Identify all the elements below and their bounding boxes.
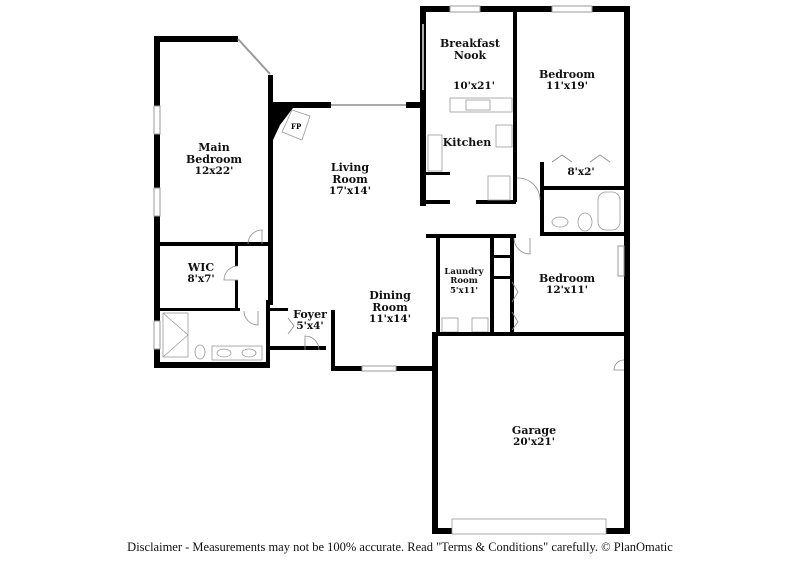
sink-icon bbox=[241, 348, 257, 358]
bifold-door bbox=[589, 154, 611, 163]
room-label-bedroom-2: Bedroom 12'x11' bbox=[538, 272, 596, 297]
wall bbox=[513, 12, 517, 202]
bifold-door bbox=[551, 154, 573, 163]
wall bbox=[420, 6, 426, 206]
wall bbox=[624, 6, 630, 332]
sink-icon bbox=[551, 216, 569, 228]
room-label-bedroom-1: Bedroom 11'x19' bbox=[538, 68, 596, 93]
wall bbox=[266, 346, 326, 350]
door-swing bbox=[613, 359, 625, 371]
garage-door bbox=[451, 518, 607, 535]
wall bbox=[426, 200, 450, 204]
wall bbox=[273, 102, 331, 108]
window bbox=[361, 365, 397, 372]
sink-icon bbox=[216, 348, 232, 358]
door-swing bbox=[223, 265, 239, 281]
wall bbox=[420, 6, 630, 12]
room-label-breakfast-nook: Breakfast Nook bbox=[440, 37, 500, 63]
bifold-door bbox=[511, 311, 519, 331]
wall bbox=[426, 172, 450, 175]
wall bbox=[436, 234, 440, 334]
bathtub-icon bbox=[597, 191, 621, 231]
room-label-foyer: Foyer 5'x4' bbox=[293, 308, 327, 333]
wall bbox=[432, 332, 630, 336]
stove-icon bbox=[495, 124, 513, 148]
wall bbox=[624, 332, 630, 534]
wall bbox=[494, 255, 510, 258]
wall bbox=[540, 186, 624, 190]
wall bbox=[406, 102, 420, 108]
front-door bbox=[304, 335, 320, 351]
wall bbox=[266, 308, 288, 311]
room-dim-breakfast-nook: 10'x21' bbox=[453, 80, 495, 92]
fireplace-hearth bbox=[273, 108, 293, 140]
door-swing bbox=[247, 229, 263, 245]
counter bbox=[427, 134, 443, 172]
door-swing bbox=[243, 310, 259, 326]
room-label-kitchen: Kitchen bbox=[442, 136, 492, 149]
disclaimer-text: Disclaimer - Measurements may not be 100… bbox=[127, 540, 673, 554]
room-label-dining-room: Dining Room 11'x14' bbox=[369, 289, 411, 326]
fireplace-label: FP bbox=[291, 122, 302, 131]
window bbox=[153, 187, 161, 217]
wall bbox=[490, 234, 494, 334]
window bbox=[153, 320, 161, 350]
room-label-main-bedroom: Main Bedroom 12x22' bbox=[185, 141, 243, 178]
toilet-icon bbox=[194, 344, 206, 360]
sink-icon bbox=[465, 99, 491, 111]
wall bbox=[540, 232, 624, 236]
room-label-laundry-room: Laundry Room 5'x11' bbox=[444, 267, 484, 296]
window bbox=[551, 5, 593, 13]
fridge-icon bbox=[487, 175, 511, 201]
wall bbox=[432, 332, 438, 534]
room-label-living-room: Living Room 17'x14' bbox=[329, 161, 371, 198]
wall bbox=[426, 234, 516, 238]
fireplace-icon bbox=[281, 109, 311, 141]
window bbox=[449, 5, 481, 13]
bifold-door bbox=[287, 317, 295, 335]
washer-icon bbox=[441, 317, 459, 333]
wall bbox=[510, 234, 514, 334]
angled-window bbox=[237, 38, 271, 75]
room-label-closet: 8'x2' bbox=[567, 166, 595, 178]
wall bbox=[540, 162, 544, 236]
window bbox=[153, 105, 161, 135]
door-swing bbox=[513, 237, 531, 255]
room-label-garage: Garage 20'x21' bbox=[511, 424, 557, 449]
room-label-wic: WIC 8'x7' bbox=[187, 261, 215, 286]
wall bbox=[331, 310, 335, 370]
wall bbox=[494, 276, 510, 279]
window bbox=[617, 245, 625, 277]
bifold-door bbox=[511, 281, 519, 303]
wall bbox=[476, 200, 516, 204]
toilet-icon bbox=[577, 212, 593, 232]
shower-icon bbox=[162, 312, 189, 358]
door-swing bbox=[516, 177, 541, 201]
dryer-icon bbox=[471, 317, 489, 333]
